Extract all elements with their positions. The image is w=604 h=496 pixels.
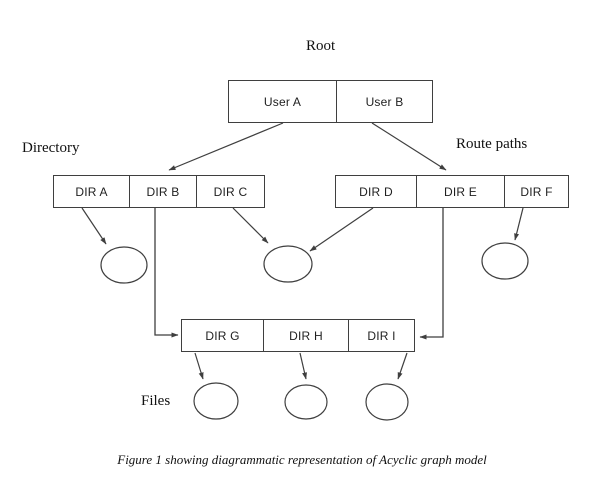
directory-label: Directory [22,140,80,156]
dir-f-cell: DIR F [504,176,568,207]
file-ellipse-under-diri [365,383,409,421]
bottom-directory-box: DIR G DIR H DIR I [181,319,415,352]
arrow-dird-to-shared-file [309,207,374,252]
arrow-userb-to-dire [371,122,447,171]
route-paths-label: Route paths [456,136,528,152]
dir-a-cell: DIR A [75,184,108,199]
file-ellipse-under-dirh [284,384,328,420]
file-ellipse-under-dira [100,246,148,284]
dir-g-cell: DIR G [205,328,240,343]
dir-e-cell: DIR E [416,176,504,207]
dir-h-cell: DIR H [263,320,348,351]
file-ellipse-under-dirg [193,382,239,420]
arrow-dirg-to-file [194,352,204,380]
dir-d-cell: DIR D [359,184,393,199]
arrow-dirc-to-shared-file [232,207,269,244]
arrow-dirh-to-file [299,352,307,380]
arrow-usera-to-dirb [168,122,284,171]
file-ellipse-shared [263,245,313,283]
arrow-dirb-to-dirg [154,208,179,338]
file-ellipse-under-dirf [481,242,529,280]
arrow-dirf-to-file [514,207,524,241]
files-label: Files [141,393,171,409]
user-a-cell: User A [263,94,302,109]
figure-caption: Figure 1 showing diagrammatic representa… [117,452,487,467]
arrow-dira-to-file [81,207,107,245]
dir-i-cell: DIR I [348,320,414,351]
dir-b-cell: DIR B [129,176,196,207]
dir-c-cell: DIR C [196,176,264,207]
user-box: User A User B [228,80,433,123]
arrow-diri-to-file [397,352,408,380]
right-directory-box: DIR D DIR E DIR F [335,175,569,208]
root-label: Root [306,38,336,54]
left-directory-box: DIR A DIR B DIR C [53,175,265,208]
user-b-cell: User B [336,81,432,122]
arrow-dire-to-diri [419,208,444,340]
